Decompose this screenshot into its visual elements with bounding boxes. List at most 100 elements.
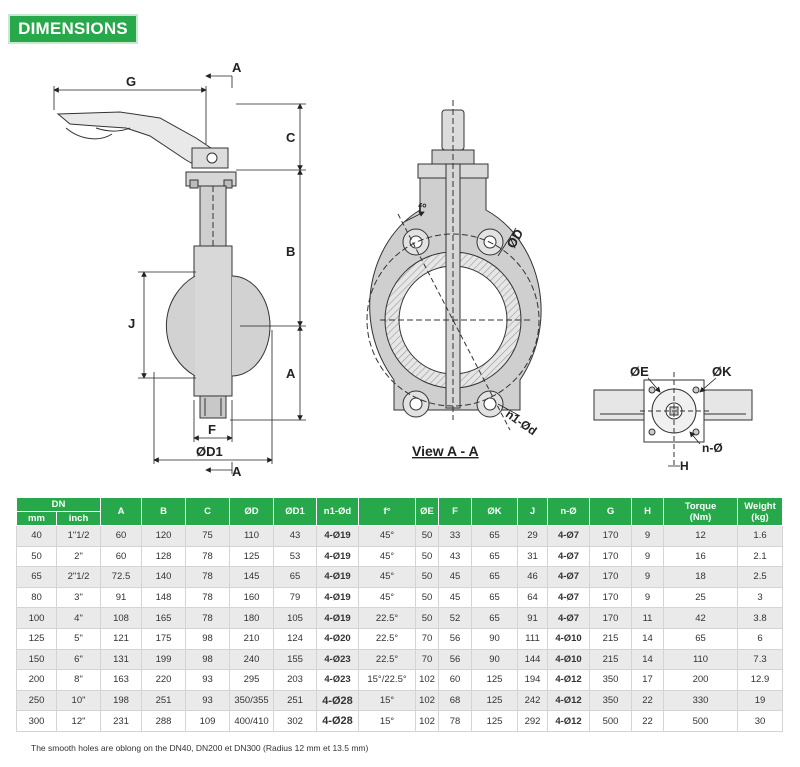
table-cell: 45°	[358, 566, 417, 588]
table-cell: 128	[141, 545, 187, 568]
label-g: G	[126, 74, 136, 89]
label-f: F	[208, 422, 216, 437]
table-cell: 145	[229, 566, 275, 588]
table-cell: 5"	[55, 627, 102, 650]
table-cell: 125	[471, 669, 519, 691]
table-cell: 65	[16, 566, 57, 588]
header-h: H	[631, 497, 665, 526]
table-cell: 18	[663, 566, 739, 588]
header-f-angle: f°	[358, 497, 417, 526]
table-cell: 6	[737, 627, 784, 650]
table-cell: 93	[185, 669, 231, 691]
label-f-angle: f°	[418, 201, 427, 215]
table-cell: 400/410	[229, 710, 275, 732]
header-b: B	[141, 497, 187, 526]
table-cell: 102	[415, 710, 440, 732]
table-cell: 65	[471, 545, 519, 568]
table-cell: 16	[663, 545, 739, 568]
table-cell: 194	[517, 669, 549, 691]
table-cell: 78	[185, 545, 231, 568]
table-cell: 45°	[358, 586, 417, 609]
footnote: The smooth holes are oblong on the DN40,…	[31, 743, 369, 753]
table-cell: 65	[273, 566, 318, 588]
table-cell: 215	[589, 627, 633, 650]
header-k: ØK	[471, 497, 519, 526]
table-cell: 43	[438, 545, 473, 568]
table-cell: 50	[16, 545, 57, 568]
table-cell: 9	[631, 586, 665, 609]
table-cell: 500	[663, 710, 739, 732]
view-label: View A - A	[412, 443, 479, 459]
table-cell: 148	[141, 586, 187, 609]
table-cell: 4"	[55, 607, 102, 629]
table-cell: 31	[517, 545, 549, 568]
table-cell: 175	[141, 627, 187, 650]
label-d1: ØD1	[196, 444, 223, 459]
table-cell: 78	[185, 586, 231, 609]
label-n-phi: n-Ø	[702, 441, 723, 455]
table-cell: 43	[273, 525, 318, 547]
table-cell: 53	[273, 545, 318, 568]
table-cell: 12"	[55, 710, 102, 732]
table-cell: 251	[273, 689, 318, 712]
table-cell: 200	[663, 669, 739, 691]
table-cell: 240	[229, 648, 275, 671]
table-cell: 98	[185, 648, 231, 671]
header-d: ØD	[229, 497, 275, 526]
table-cell: 7.3	[737, 648, 784, 671]
table-cell: 330	[663, 689, 739, 712]
table-cell: 125	[471, 710, 519, 732]
table-cell: 22	[631, 689, 665, 712]
header-c: C	[185, 497, 231, 526]
table-cell: 14	[631, 648, 665, 671]
table-cell: 15°	[358, 689, 417, 712]
table-cell: 50	[415, 586, 440, 609]
table-cell: 210	[229, 627, 275, 650]
table-cell: 9	[631, 545, 665, 568]
table-cell: 500	[589, 710, 633, 732]
table-cell: 125	[16, 627, 57, 650]
table-cell: 4-Ø10	[547, 648, 591, 671]
table-cell: 124	[273, 627, 318, 650]
table-cell: 2"1/2	[55, 566, 102, 588]
torque-header-line1: Torque	[684, 500, 717, 512]
table-cell: 170	[589, 525, 633, 547]
table-cell: 203	[273, 669, 318, 691]
section-view-dimensions	[403, 211, 521, 417]
table-cell: 64	[517, 586, 549, 609]
table-cell: 45°	[358, 545, 417, 568]
table-cell: 65	[663, 627, 739, 650]
table-cell: 45°	[358, 525, 417, 547]
table-cell: 90	[471, 648, 519, 671]
label-b: B	[286, 244, 295, 259]
table-cell: 4-Ø28	[316, 710, 360, 732]
table-cell: 14	[631, 627, 665, 650]
table-cell: 125	[471, 689, 519, 712]
table-cell: 199	[141, 648, 187, 671]
weight-header-line2: (kg)	[751, 511, 769, 523]
table-cell: 80	[16, 586, 57, 609]
table-cell: 91	[100, 586, 143, 609]
dn-mm-header: mm	[16, 511, 57, 526]
flange-top-view	[593, 372, 753, 466]
table-cell: 131	[100, 648, 143, 671]
table-cell: 42	[663, 607, 739, 629]
table-cell: 2.1	[737, 545, 784, 568]
header-f: F	[438, 497, 473, 526]
label-k: ØK	[712, 364, 732, 379]
dimensions-table: DN A B C ØD ØD1 n1-Ød f° ØE F ØK J n-Ø G…	[15, 497, 784, 732]
header-n-phi: n-Ø	[547, 497, 591, 526]
header-j: J	[517, 497, 549, 526]
table-cell: 11	[631, 607, 665, 629]
table-cell: 90	[471, 627, 519, 650]
header-d1: ØD1	[273, 497, 318, 526]
table-cell: 98	[185, 627, 231, 650]
table-cell: 300	[16, 710, 57, 732]
table-cell: 292	[517, 710, 549, 732]
table-cell: 288	[141, 710, 187, 732]
